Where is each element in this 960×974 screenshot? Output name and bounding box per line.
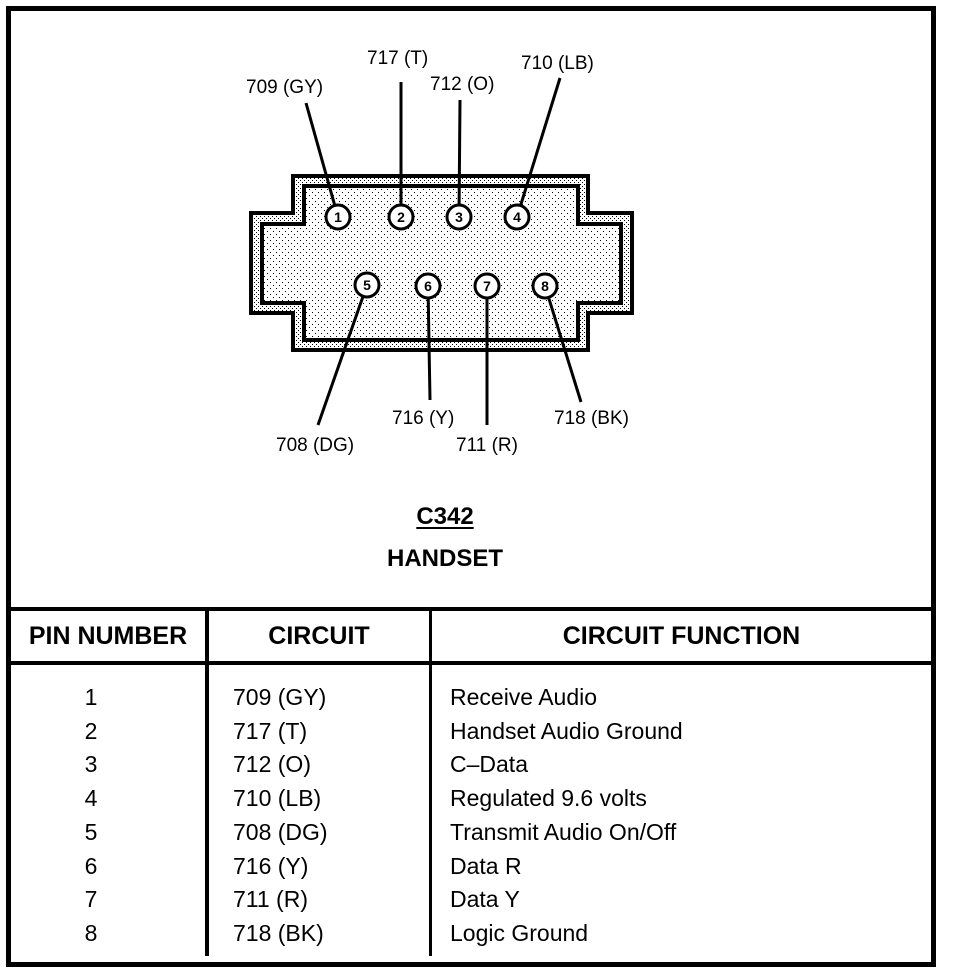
- table-header-pin-number: PIN NUMBER: [28, 622, 188, 650]
- wire-label-pin-5: 708 (DG): [276, 435, 355, 456]
- wire-label-pin-7: 711 (R): [456, 435, 518, 456]
- table-cell-pin: 6: [84, 853, 98, 879]
- connector-code: C342: [0, 503, 890, 531]
- pin-6: 6: [414, 272, 442, 300]
- pin-number: 2: [397, 209, 405, 225]
- table-top-rule: [6, 607, 936, 611]
- pin-number: 7: [483, 278, 491, 294]
- pin-number: 1: [334, 209, 342, 225]
- wire-label-pin-4: 710 (LB): [521, 53, 594, 74]
- connector-code-text: C342: [416, 503, 474, 530]
- pin-number: 3: [455, 209, 463, 225]
- pin-circle: [445, 203, 473, 231]
- pin-circle: [531, 272, 559, 300]
- table-col-divider-1: [205, 611, 209, 956]
- table-cell-function: Logic Ground: [450, 920, 589, 946]
- pin-1: 1: [324, 203, 352, 231]
- table-cell-function: Regulated 9.6 volts: [450, 785, 647, 811]
- table-cell-pin: 4: [84, 785, 98, 811]
- table-cell-circuit: 712 (O): [233, 751, 311, 777]
- wire-label-pin-2: 717 (T): [367, 48, 429, 69]
- pin-5: 5: [353, 271, 381, 299]
- table-cell-circuit: 716 (Y): [233, 853, 309, 879]
- table-cell-function: Receive Audio: [450, 684, 598, 710]
- table-cell-pin: 1: [84, 684, 98, 710]
- table-cell-function: Data R: [450, 853, 522, 879]
- table-col-divider-2: [429, 611, 432, 956]
- pin-number: 8: [541, 278, 549, 294]
- table-cell-circuit: 708 (DG): [233, 819, 328, 845]
- pin-circle: [353, 271, 381, 299]
- table-cell-circuit: 717 (T): [233, 718, 308, 744]
- pin-8: 8: [531, 272, 559, 300]
- table-cell-function: Handset Audio Ground: [450, 718, 683, 744]
- diagram-frame: [6, 6, 936, 967]
- wire-pin-4: [519, 77, 562, 206]
- pin-circle: [324, 203, 352, 231]
- wire-pin-1: [304, 102, 337, 206]
- pin-4: 4: [503, 203, 531, 231]
- pin-circle: [414, 272, 442, 300]
- table-header-rule: [6, 661, 936, 665]
- table-cell-circuit: 711 (R): [233, 886, 308, 912]
- table-header-circuit-function: CIRCUIT FUNCTION: [562, 622, 801, 650]
- table-cell-circuit: 718 (BK): [233, 920, 324, 946]
- pin-circle: [387, 203, 415, 231]
- table-cell-pin: 7: [84, 886, 98, 912]
- table-cell-pin: 3: [84, 751, 98, 777]
- connector-face-inner: [260, 184, 623, 342]
- pin-7: 7: [473, 272, 501, 300]
- pin-2: 2: [387, 203, 415, 231]
- table-header-circuit: CIRCUIT: [268, 622, 370, 650]
- table-cell-pin: 5: [84, 819, 98, 845]
- table-cell-pin: 8: [84, 920, 98, 946]
- pin-number: 6: [424, 278, 432, 294]
- pin-circle: [503, 203, 531, 231]
- table-cell-function: Data Y: [450, 886, 520, 912]
- wire-label-pin-8: 718 (BK): [554, 408, 629, 429]
- table-cell-circuit: 709 (GY): [233, 684, 327, 710]
- pin-number: 5: [363, 277, 371, 293]
- wire-pin-6: [426, 297, 432, 401]
- table-cell-circuit: 710 (LB): [233, 785, 322, 811]
- pin-number: 4: [513, 209, 521, 225]
- wire-pin-8: [547, 297, 583, 403]
- wire-label-pin-3: 712 (O): [430, 74, 495, 95]
- table-cell-function: C–Data: [450, 751, 528, 777]
- pin-3: 3: [445, 203, 473, 231]
- pin-circle: [473, 272, 501, 300]
- wire-label-pin-1: 709 (GY): [246, 77, 324, 98]
- table-cell-pin: 2: [84, 718, 98, 744]
- table-cell-function: Transmit Audio On/Off: [450, 819, 677, 845]
- wire-pin-5: [316, 295, 365, 426]
- wire-pin-3: [457, 99, 462, 206]
- wire-label-pin-6: 716 (Y): [392, 408, 455, 429]
- connector-name: HANDSET: [386, 545, 503, 572]
